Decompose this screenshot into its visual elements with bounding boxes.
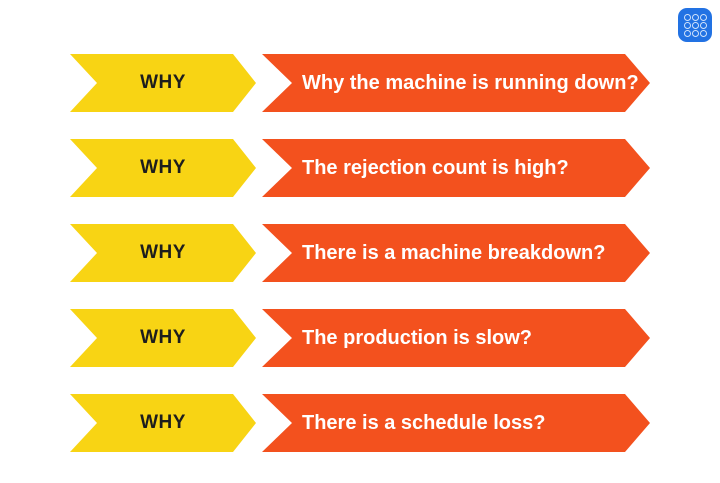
question-arrow: There is a schedule loss? [262, 394, 650, 452]
five-whys-diagram: WHY Why the machine is running down? WHY… [70, 54, 650, 452]
why-row: WHY The production is slow? [70, 309, 650, 367]
why-label: WHY [140, 327, 186, 348]
why-arrow: WHY [70, 309, 256, 367]
question-text: The rejection count is high? [302, 156, 569, 179]
grid-dot [683, 21, 691, 29]
why-row: WHY There is a schedule loss? [70, 394, 650, 452]
why-row: WHY The rejection count is high? [70, 139, 650, 197]
grid-dot [683, 29, 691, 37]
question-arrow: There is a machine breakdown? [262, 224, 650, 282]
why-row: WHY There is a machine breakdown? [70, 224, 650, 282]
question-arrow: The rejection count is high? [262, 139, 650, 197]
question-text: Why the machine is running down? [302, 71, 639, 94]
why-row: WHY Why the machine is running down? [70, 54, 650, 112]
why-label: WHY [140, 412, 186, 433]
grid-dot [691, 13, 699, 21]
grid-dot [683, 13, 691, 21]
why-label: WHY [140, 72, 186, 93]
grid-dot [699, 29, 707, 37]
question-arrow: The production is slow? [262, 309, 650, 367]
why-label: WHY [140, 242, 186, 263]
question-text: There is a schedule loss? [302, 411, 546, 434]
question-text: The production is slow? [302, 326, 532, 349]
question-arrow: Why the machine is running down? [262, 54, 650, 112]
grid-dot [691, 21, 699, 29]
grid-dot [699, 13, 707, 21]
why-label: WHY [140, 157, 186, 178]
apps-grid-icon[interactable] [678, 8, 712, 42]
why-arrow: WHY [70, 394, 256, 452]
grid-dot [699, 21, 707, 29]
question-text: There is a machine breakdown? [302, 241, 606, 264]
why-arrow: WHY [70, 54, 256, 112]
grid-dot [691, 29, 699, 37]
why-arrow: WHY [70, 139, 256, 197]
why-arrow: WHY [70, 224, 256, 282]
